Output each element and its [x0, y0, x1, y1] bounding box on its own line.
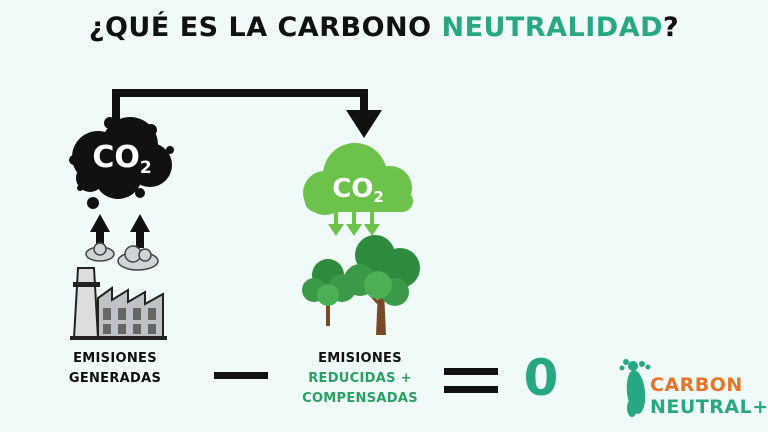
co2-cloud-green-icon: CO2	[303, 143, 413, 215]
carbon-neutral-logo: CARBON NEUTRAL+	[650, 374, 768, 418]
title-prefix: ¿QUÉ ES LA CARBONO	[88, 12, 442, 43]
transfer-arrow	[112, 89, 382, 138]
co2-left-subscript: 2	[140, 158, 152, 178]
svg-text:CO2: CO2	[332, 174, 384, 206]
absorption-down-arrows-icon	[328, 212, 380, 236]
emission-up-arrows-icon	[90, 214, 150, 248]
result-zero: 0	[523, 349, 559, 407]
co2-right-text: CO	[332, 174, 373, 204]
emissions-reduced-line2: REDUCIDAS +	[308, 371, 412, 386]
logo-line2: NEUTRAL+	[650, 396, 768, 418]
logo-line1: CARBON	[650, 374, 743, 396]
emissions-generated-label: EMISIONES GENERADAS	[50, 349, 180, 389]
emissions-reduced-label: EMISIONES REDUCIDAS + COMPENSADAS	[290, 349, 430, 409]
co2-right-subscript: 2	[373, 188, 383, 206]
co2-cloud-black-icon: CO2	[69, 117, 174, 209]
emissions-reduced-line1: EMISIONES	[318, 351, 402, 366]
emissions-generated-line1: EMISIONES	[73, 351, 157, 366]
smoke-cloud-icon	[85, 242, 159, 271]
trees-icon	[302, 235, 420, 335]
title-accent: NEUTRALIDAD	[441, 12, 664, 43]
minus-sign	[214, 372, 268, 379]
title-suffix: ?	[663, 12, 680, 43]
footprint-logo-icon	[619, 359, 651, 417]
factory-icon	[70, 267, 167, 340]
svg-text:CO2: CO2	[92, 140, 151, 178]
equals-sign	[444, 368, 498, 393]
page-title: ¿QUÉ ES LA CARBONO NEUTRALIDAD?	[0, 12, 768, 43]
co2-left-text: CO	[92, 140, 140, 175]
emissions-reduced-line3: COMPENSADAS	[302, 391, 418, 406]
emissions-generated-line2: GENERADAS	[68, 371, 162, 386]
